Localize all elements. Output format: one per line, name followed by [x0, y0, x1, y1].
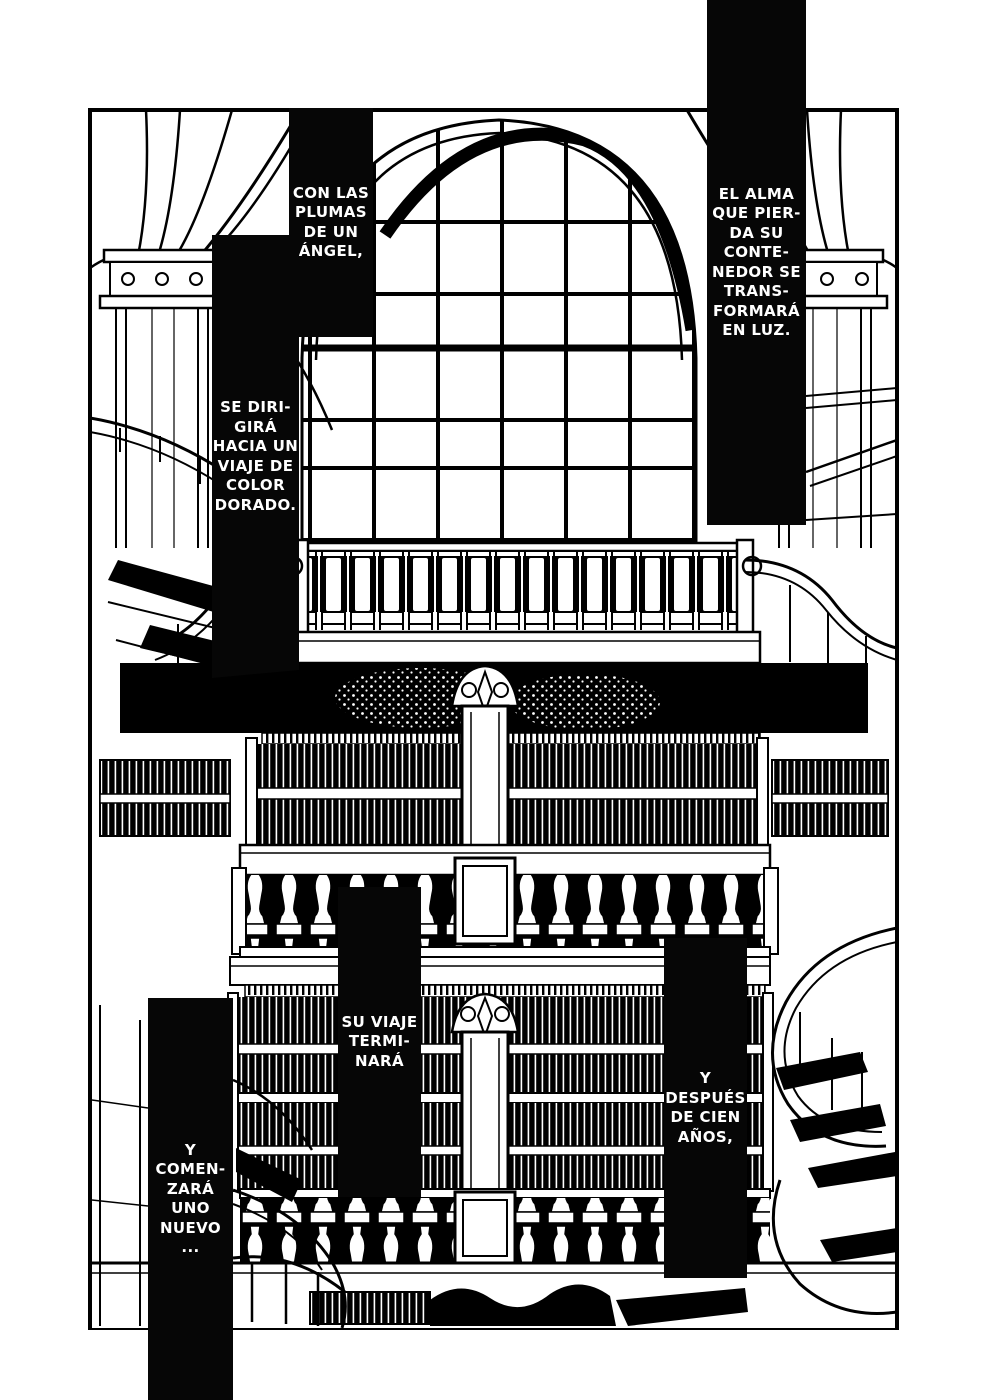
caption-box-comenzara: Y COMEN- ZARÁ UNO NUEVO ...: [148, 998, 233, 1400]
caption-box-alma: EL ALMA QUE PIER- DA SU CONTE- NEDOR SE …: [707, 0, 806, 525]
caption-text: EL ALMA QUE PIER- DA SU CONTE- NEDOR SE …: [711, 184, 802, 340]
caption-text: SE DIRI- GIRÁ HACIA UN VIAJE DE COLOR DO…: [212, 398, 299, 514]
caption-text: Y COMEN- ZARÁ UNO NUEVO ...: [155, 1140, 226, 1257]
caption-box-dirigira: SE DIRI- GIRÁ HACIA UN VIAJE DE COLOR DO…: [212, 235, 299, 678]
left-wall-lines: [91, 1005, 149, 1326]
caption-box-viaje: SU VIAJE TERMI- NARÁ: [338, 887, 421, 1197]
balcony-balustrade: [280, 538, 762, 665]
caption-text: SU VIAJE TERMI- NARÁ: [341, 1012, 418, 1070]
caption-box-despues: Y DESPUÉS DE CIEN AÑOS,: [664, 938, 747, 1278]
panel-interior: [90, 110, 897, 1328]
central-column-lower: [450, 992, 520, 1210]
caption-text: Y DESPUÉS DE CIEN AÑOS,: [665, 1069, 746, 1146]
book-top-ticks: [261, 732, 761, 745]
caption-box-plumas: CON LAS PLUMAS DE UN ÁNGEL,: [289, 108, 373, 337]
left-lower-stair: [232, 1078, 347, 1328]
caption-text: CON LAS PLUMAS DE UN ÁNGEL,: [292, 183, 370, 261]
